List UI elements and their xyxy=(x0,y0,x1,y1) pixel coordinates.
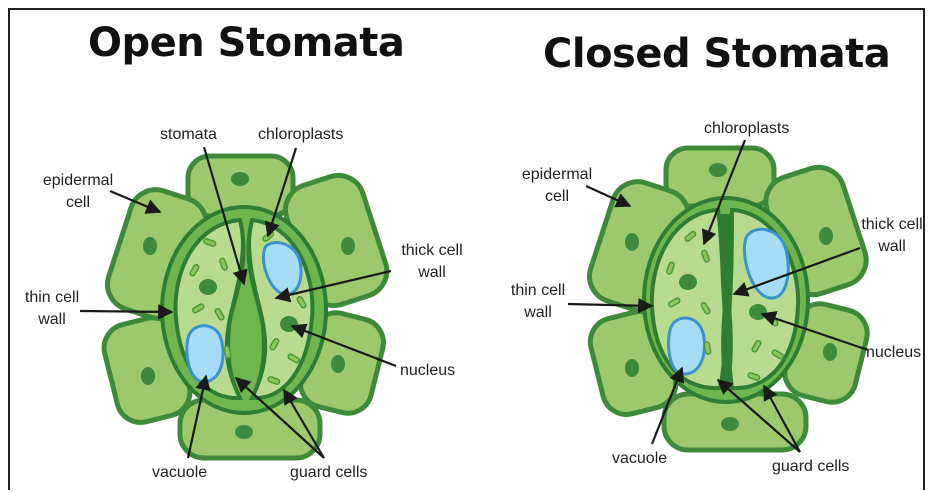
closed-thin-line1: thin cell xyxy=(500,280,576,302)
open-label-stomata: stomata xyxy=(160,124,217,146)
open-epidermal-line1: epidermal xyxy=(36,170,120,192)
open-thin-line2: wall xyxy=(14,309,90,331)
open-thin-line1: thin cell xyxy=(14,287,90,309)
closed-label-epidermal-cell: epidermal cell xyxy=(514,164,600,208)
open-label-chloroplasts: chloroplasts xyxy=(258,124,343,146)
open-guard-nucleus-right xyxy=(280,316,298,332)
open-label-guard-cells: guard cells xyxy=(290,462,367,484)
closed-thin-line2: wall xyxy=(500,302,576,324)
open-label-vacuole: vacuole xyxy=(152,462,207,484)
open-thin-wall-pointer xyxy=(80,311,172,312)
closed-guard-nucleus-left xyxy=(679,274,697,290)
closed-thick-line2: wall xyxy=(852,236,932,258)
closed-thick-line1: thick cell xyxy=(852,214,932,236)
open-epidermal-line2: cell xyxy=(36,192,120,214)
closed-label-nucleus: nucleus xyxy=(866,342,921,364)
open-thick-line1: thick cell xyxy=(386,240,478,262)
closed-stomata-diagram xyxy=(583,148,873,450)
open-stomata-diagram xyxy=(99,156,394,458)
closed-label-thick-cell-wall: thick cell wall xyxy=(852,214,932,258)
closed-guard-nucleus-right xyxy=(749,304,767,320)
closed-epidermal-line2: cell xyxy=(514,186,600,208)
open-vacuole-left xyxy=(187,326,223,382)
open-thick-line2: wall xyxy=(386,262,478,284)
open-label-thick-cell-wall: thick cell wall xyxy=(386,240,478,284)
closed-label-thin-cell-wall: thin cell wall xyxy=(500,280,576,324)
closed-label-chloroplasts: chloroplasts xyxy=(704,118,789,140)
closed-label-vacuole: vacuole xyxy=(612,448,667,470)
closed-label-guard-cells: guard cells xyxy=(772,456,849,478)
open-label-nucleus: nucleus xyxy=(400,360,455,382)
closed-epidermal-line1: epidermal xyxy=(514,164,600,186)
closed-vacuole-left xyxy=(669,318,705,374)
open-label-thin-cell-wall: thin cell wall xyxy=(14,287,90,331)
open-label-epidermal-cell: epidermal cell xyxy=(36,170,120,214)
open-guard-nucleus-left xyxy=(199,279,217,295)
